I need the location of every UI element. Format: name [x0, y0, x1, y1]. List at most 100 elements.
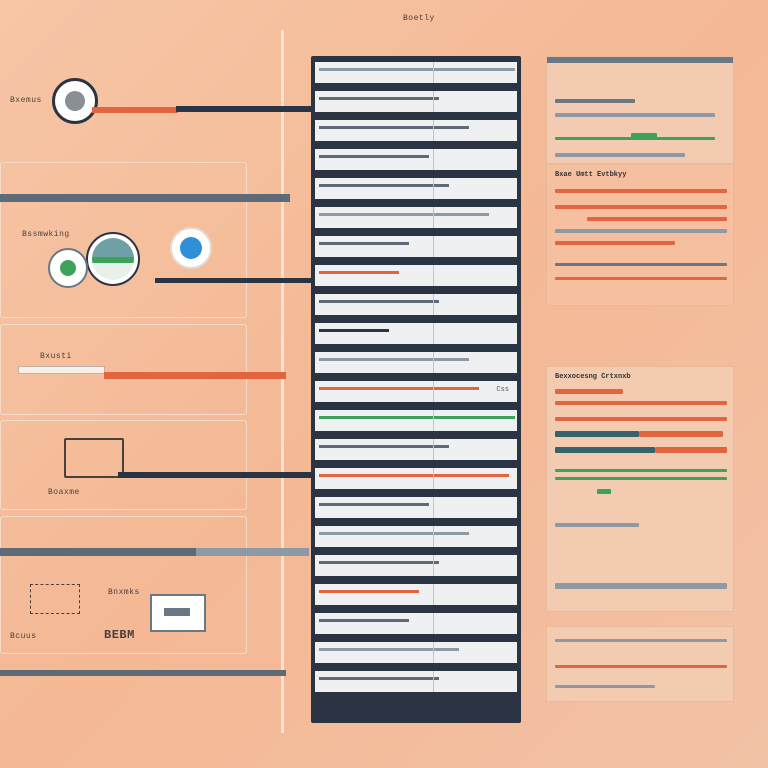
table-row — [315, 352, 517, 373]
table-column-separator — [433, 323, 434, 344]
slider-track — [18, 366, 105, 374]
card-4 — [546, 626, 734, 702]
table-column-separator — [433, 236, 434, 257]
table-cell-bar — [319, 532, 469, 535]
left-bar-1 — [0, 194, 290, 202]
table-cell-bar — [319, 271, 399, 274]
table-cell-bar — [319, 561, 439, 564]
table-column-separator — [433, 62, 434, 83]
label-1: Bxemus — [10, 96, 42, 105]
table-cell-bar — [319, 155, 429, 158]
table-cell-bar — [319, 619, 409, 622]
card-3-title: Bexxocesng Crtxnxb — [555, 373, 631, 381]
connector-orange-1 — [92, 107, 178, 113]
table-column-separator — [433, 613, 434, 634]
table-cell-bar — [319, 677, 439, 680]
table-row — [315, 468, 517, 489]
table-column-separator — [433, 352, 434, 373]
table-cell-bar — [319, 68, 515, 71]
table-row — [315, 410, 517, 431]
table-cell-bar — [319, 358, 469, 361]
label-3: Bxusti — [40, 352, 72, 361]
table-cell-bar — [319, 213, 489, 216]
table-column-separator — [433, 526, 434, 547]
card-2: Bxae Umtt Evtbkyy — [546, 164, 734, 306]
sketch-screen-icon — [150, 594, 206, 632]
table-column-separator — [433, 265, 434, 286]
table-cell-bar — [319, 300, 439, 303]
table-row — [315, 120, 517, 141]
data-table: Css — [311, 56, 521, 723]
top-label: Boetly — [403, 14, 435, 23]
label-4: Boaxme — [48, 488, 80, 497]
table-row — [315, 294, 517, 315]
table-cell-bar — [319, 648, 459, 651]
table-column-separator — [433, 468, 434, 489]
table-column-separator — [433, 120, 434, 141]
table-row — [315, 555, 517, 576]
card-1 — [546, 56, 734, 164]
left-panel-1 — [0, 162, 247, 318]
table-column-separator — [433, 207, 434, 228]
connector-navy-3 — [118, 472, 311, 478]
left-bar-3 — [0, 670, 286, 676]
left-bar-2-b — [196, 548, 309, 556]
table-row — [315, 236, 517, 257]
table-row — [315, 584, 517, 605]
table-column-separator — [433, 439, 434, 460]
table-cell-text: Css — [496, 386, 509, 394]
table-row — [315, 439, 517, 460]
table-row — [315, 265, 517, 286]
table-column-separator — [433, 555, 434, 576]
table-row — [315, 207, 517, 228]
small-circle-widget — [48, 248, 88, 288]
table-column-separator — [433, 178, 434, 199]
connector-navy-2 — [155, 278, 311, 283]
label-6: Bcuus — [10, 632, 37, 641]
table-row — [315, 91, 517, 112]
table-row — [315, 323, 517, 344]
left-panel-3 — [0, 420, 247, 510]
table-row — [315, 497, 517, 518]
table-column-separator — [433, 294, 434, 315]
table-cell-bar — [319, 474, 509, 477]
table-row — [315, 671, 517, 692]
table-cell-bar — [319, 184, 449, 187]
connector-orange-2 — [104, 372, 286, 379]
table-row — [315, 526, 517, 547]
blue-badge-icon — [170, 227, 212, 269]
table-cell-bar — [319, 590, 419, 593]
left-panel-4 — [0, 516, 247, 654]
label-2: Bssmwking — [22, 230, 70, 239]
table-column-separator — [433, 497, 434, 518]
label-7: BEBM — [104, 628, 135, 642]
table-column-separator — [433, 584, 434, 605]
pie-widget — [86, 232, 140, 286]
sketch-box-1 — [30, 584, 80, 614]
table-row — [315, 642, 517, 663]
table-row — [315, 178, 517, 199]
label-5: Bnxmks — [108, 588, 140, 597]
table-row: Css — [315, 381, 517, 402]
table-cell-bar — [319, 329, 389, 332]
table-column-separator — [433, 410, 434, 431]
connector-navy-1 — [176, 106, 311, 112]
table-column-separator — [433, 642, 434, 663]
table-cell-bar — [319, 126, 469, 129]
table-cell-bar — [319, 445, 449, 448]
gauge-icon — [52, 78, 98, 124]
table-row — [315, 62, 517, 83]
card-3: Bexxocesng Crtxnxb — [546, 366, 734, 612]
card-2-title: Bxae Umtt Evtbkyy — [555, 171, 627, 179]
vertical-divider — [281, 30, 284, 733]
table-row — [315, 613, 517, 634]
table-cell-bar — [319, 97, 439, 100]
table-cell-bar — [319, 416, 515, 419]
table-column-separator — [433, 91, 434, 112]
table-cell-bar — [319, 387, 479, 390]
table-cell-bar — [319, 242, 409, 245]
table-column-separator — [433, 149, 434, 170]
table-row — [315, 149, 517, 170]
table-column-separator — [433, 381, 434, 402]
table-column-separator — [433, 671, 434, 692]
